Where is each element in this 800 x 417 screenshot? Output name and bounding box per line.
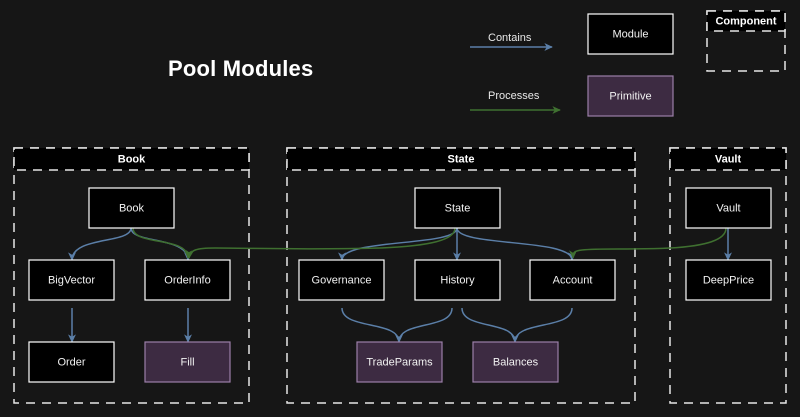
section-vault-label: Vault — [715, 153, 742, 165]
legend-component-sample: Component — [706, 10, 786, 72]
node-fill-label: Fill — [180, 356, 194, 368]
legend-primitive-sample: Primitive — [587, 75, 674, 117]
section-book-header — [13, 147, 250, 171]
legend-processes: Processes — [470, 90, 561, 114]
section-state: State — [286, 147, 636, 404]
node-balances-box[interactable] — [472, 341, 559, 383]
node-account[interactable]: Account — [529, 259, 616, 301]
edge-state-orderinfo-processes — [186, 227, 456, 259]
node-deepprice-box[interactable] — [685, 259, 772, 301]
node-tradeparams-box[interactable] — [356, 341, 443, 383]
edge-book-orderinfo-processes — [132, 227, 192, 259]
node-book-label: Book — [119, 202, 145, 214]
node-vault[interactable]: Vault — [685, 187, 772, 229]
node-governance-label: Governance — [312, 274, 372, 286]
node-order[interactable]: Order — [28, 341, 115, 383]
node-book-box[interactable] — [88, 187, 175, 229]
edge-state-governance — [338, 227, 458, 261]
legend-primitive-label: Primitive — [609, 90, 651, 102]
section-state-label: State — [448, 153, 475, 165]
section-book-label: Book — [118, 153, 146, 165]
section-book: Book — [13, 147, 250, 404]
page-title: Pool Modules — [168, 56, 314, 81]
node-bigvector[interactable]: BigVector — [28, 259, 115, 301]
legend-module-label: Module — [612, 28, 648, 40]
edge-state-account — [456, 227, 576, 261]
edge-history-balances — [461, 307, 519, 343]
edge-history-tradeparams — [395, 307, 453, 343]
node-history-label: History — [440, 274, 475, 286]
node-bigvector-box[interactable] — [28, 259, 115, 301]
edge-account-balances — [511, 307, 573, 343]
edges-layer — [68, 227, 732, 343]
edge-governance-tradeparams — [341, 307, 403, 343]
node-governance[interactable]: Governance — [298, 259, 385, 301]
node-tradeparams[interactable]: TradeParams — [356, 341, 443, 383]
edge-book-orderinfo — [130, 227, 192, 261]
nodes-layer: Book BigVector OrderInfo Order Fill — [28, 187, 772, 383]
node-state-label: State — [445, 202, 471, 214]
node-order-label: Order — [57, 356, 85, 368]
node-account-label: Account — [553, 274, 593, 286]
section-state-border — [286, 147, 636, 404]
node-tradeparams-label: TradeParams — [366, 356, 433, 368]
node-vault-box[interactable] — [685, 187, 772, 229]
legend-primitive-box — [587, 75, 674, 117]
legend-contains-label: Contains — [488, 32, 532, 44]
section-state-header — [286, 147, 636, 171]
node-fill[interactable]: Fill — [144, 341, 231, 383]
node-fill-box[interactable] — [144, 341, 231, 383]
node-book[interactable]: Book — [88, 187, 175, 229]
node-governance-box[interactable] — [298, 259, 385, 301]
node-bigvector-label: BigVector — [48, 274, 95, 286]
node-order-box[interactable] — [28, 341, 115, 383]
node-history[interactable]: History — [414, 259, 501, 301]
legend-module-box — [587, 13, 674, 55]
section-vault-border — [669, 147, 787, 404]
edge-book-bigvector — [68, 227, 132, 261]
legend: Contains Processes Module Primitive Comp… — [470, 10, 786, 117]
node-orderinfo-label: OrderInfo — [164, 274, 210, 286]
node-state[interactable]: State — [414, 187, 501, 229]
legend-module-sample: Module — [587, 13, 674, 55]
node-vault-label: Vault — [716, 202, 740, 214]
node-deepprice-label: DeepPrice — [703, 274, 754, 286]
legend-component-header — [706, 10, 786, 32]
legend-component-label: Component — [715, 15, 776, 27]
node-account-box[interactable] — [529, 259, 616, 301]
node-deepprice[interactable]: DeepPrice — [685, 259, 772, 301]
legend-contains: Contains — [470, 32, 553, 51]
node-state-box[interactable] — [414, 187, 501, 229]
edge-vault-account-processes — [569, 227, 727, 259]
legend-processes-label: Processes — [488, 90, 540, 102]
node-orderinfo-box[interactable] — [144, 259, 231, 301]
section-vault-header — [669, 147, 787, 171]
node-balances-label: Balances — [493, 356, 539, 368]
node-history-box[interactable] — [414, 259, 501, 301]
section-vault: Vault — [669, 147, 787, 404]
node-orderinfo[interactable]: OrderInfo — [144, 259, 231, 301]
node-balances[interactable]: Balances — [472, 341, 559, 383]
